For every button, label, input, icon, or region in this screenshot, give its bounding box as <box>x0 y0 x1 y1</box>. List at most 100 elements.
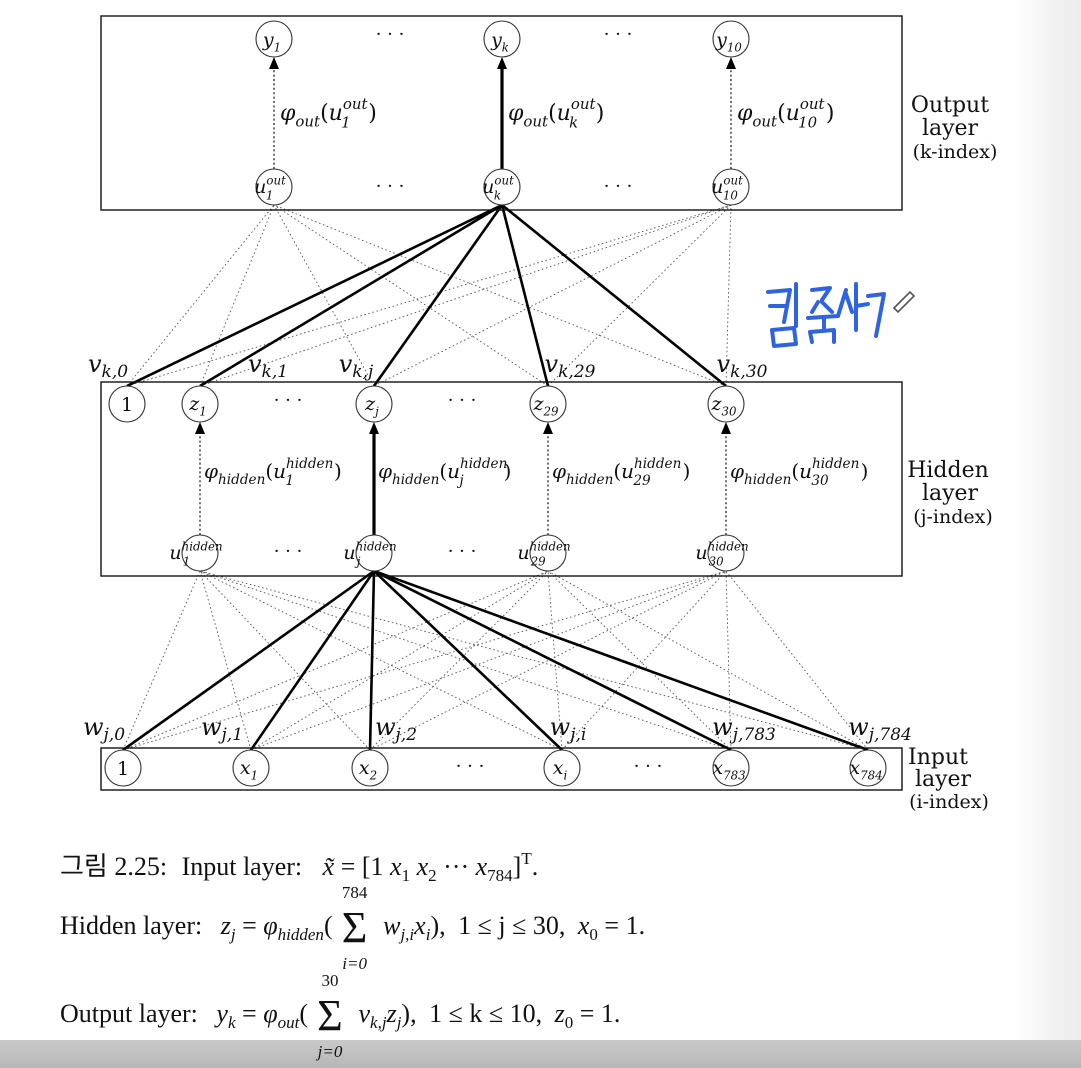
caption-zj: z <box>220 911 231 940</box>
caption-xi: x <box>414 911 426 940</box>
caption-line1-open: [1 <box>361 852 384 881</box>
caption-v-sub: k,j <box>370 1013 387 1032</box>
hidden-activation-arrow-head <box>195 422 205 434</box>
caption-transpose: T <box>521 849 532 868</box>
bold-edge-input-to-uj <box>373 569 732 752</box>
output-ellipsis: · · · <box>376 24 405 45</box>
hidden-z-node <box>355 385 393 423</box>
input-weight-label: wj,0 <box>83 713 125 745</box>
caption-x0-val: = 1. <box>604 911 646 940</box>
hidden-z-label: z30 <box>711 393 738 419</box>
caption-x0: x <box>577 911 590 940</box>
caption-zj2: z <box>386 999 397 1028</box>
dotted-edge-hidden-output <box>126 204 275 387</box>
caption-phi-hidden: φ <box>263 911 278 940</box>
hidden-bias-node <box>108 385 146 423</box>
dotted-edge-input-hidden <box>725 570 869 751</box>
input-x-label: x784 <box>849 757 882 783</box>
caption-v: v <box>358 999 371 1028</box>
output-u-node <box>483 168 521 206</box>
caption-x0-sub: 0 <box>589 925 598 944</box>
caption-line1-label: Input layer: <box>181 852 303 881</box>
hidden-label-line2: layer <box>922 481 979 506</box>
input-bias-node <box>104 749 142 787</box>
input-weight-label: wj,783 <box>712 713 776 745</box>
output-y-node <box>483 20 521 58</box>
input-x-node <box>712 749 750 787</box>
caption-x1: x <box>390 852 402 881</box>
hidden-weight-label: vk,j <box>339 350 374 382</box>
hidden-u-node <box>707 534 745 572</box>
output-activation-arrow-head <box>497 57 507 69</box>
bottom-scrollbar-track[interactable] <box>0 1040 1081 1068</box>
hidden-weight-label: vk,30 <box>717 350 768 382</box>
dotted-edge-hidden-output <box>725 204 732 387</box>
caption-w-sub: j,i <box>400 925 415 944</box>
hidden-activation-arrow-head <box>543 422 553 434</box>
dotted-edge-input-hidden <box>561 570 727 751</box>
dotted-edge-input-hidden <box>547 570 732 751</box>
caption-phi-out-sub: out <box>277 1013 300 1032</box>
input-ellipsis: · · · <box>456 756 485 777</box>
dotted-edge-hidden-output <box>126 204 732 387</box>
bold-edge-hidden-to-uk <box>501 203 727 388</box>
hidden-activation-arrow-head <box>721 422 731 434</box>
bold-connections <box>122 203 869 752</box>
dotted-edge-input-hidden <box>199 570 869 751</box>
dotted-edge-input-hidden <box>199 570 732 751</box>
dotted-edge-input-hidden <box>122 570 201 751</box>
bold-edge-hidden-to-uk <box>500 204 550 387</box>
caption-line1-lhs: x̃ <box>322 852 335 881</box>
caption-yk: y <box>216 999 228 1028</box>
dotted-edge-hidden-output <box>199 204 275 387</box>
dotted-edge-input-hidden <box>199 570 252 751</box>
output-y-node <box>712 20 750 58</box>
neuron-nodes <box>104 20 887 787</box>
caption-phi-hidden-sub: hidden <box>277 925 324 944</box>
hidden-weight-label: vk,0 <box>88 350 128 382</box>
caption-x2: x <box>416 852 429 881</box>
output-u-node <box>712 168 750 206</box>
sum-upper-hidden: 784 <box>341 883 368 902</box>
output-y-node <box>255 20 293 58</box>
output-activation-arrow-head <box>726 57 736 69</box>
dotted-edge-hidden-output <box>273 204 375 387</box>
caption-close: ] <box>512 852 522 881</box>
output-label-line1: Output <box>911 93 989 118</box>
caption-x2-sub: 2 <box>428 866 437 885</box>
dotted-edge-hidden-output <box>547 204 732 387</box>
dotted-edge-hidden-output <box>199 204 732 387</box>
hidden-layer-box <box>100 381 903 577</box>
hidden-z-label: z1 <box>188 393 207 419</box>
caption-line3-label: Output layer: <box>60 999 198 1028</box>
hidden-weight-label: vk,29 <box>545 350 596 382</box>
dotted-edge-hidden-output <box>273 204 727 387</box>
caption-line2-label: Hidden layer: <box>60 911 203 940</box>
input-weight-label: wj,2 <box>375 713 417 745</box>
input-ellipsis: · · · <box>634 756 663 777</box>
caption-j-range: 1 ≤ j ≤ 30, <box>458 911 566 940</box>
hidden-u-node <box>181 534 219 572</box>
hidden-ellipsis: · · · <box>274 541 303 562</box>
input-weight-label: wj,784 <box>848 713 912 745</box>
sum-lower-hidden: i=0 <box>342 954 367 973</box>
dotted-edge-input-hidden <box>199 570 563 751</box>
caption-xn-sub: 784 <box>487 866 513 885</box>
hidden-layer-label: Hidden layer (j-index) <box>907 458 993 528</box>
hidden-z-node <box>181 385 219 423</box>
caption-zj-sub: j <box>230 925 236 944</box>
hidden-z-node <box>529 385 567 423</box>
dotted-edge-input-hidden <box>122 570 549 751</box>
input-weight-label: wj,1 <box>201 713 243 745</box>
